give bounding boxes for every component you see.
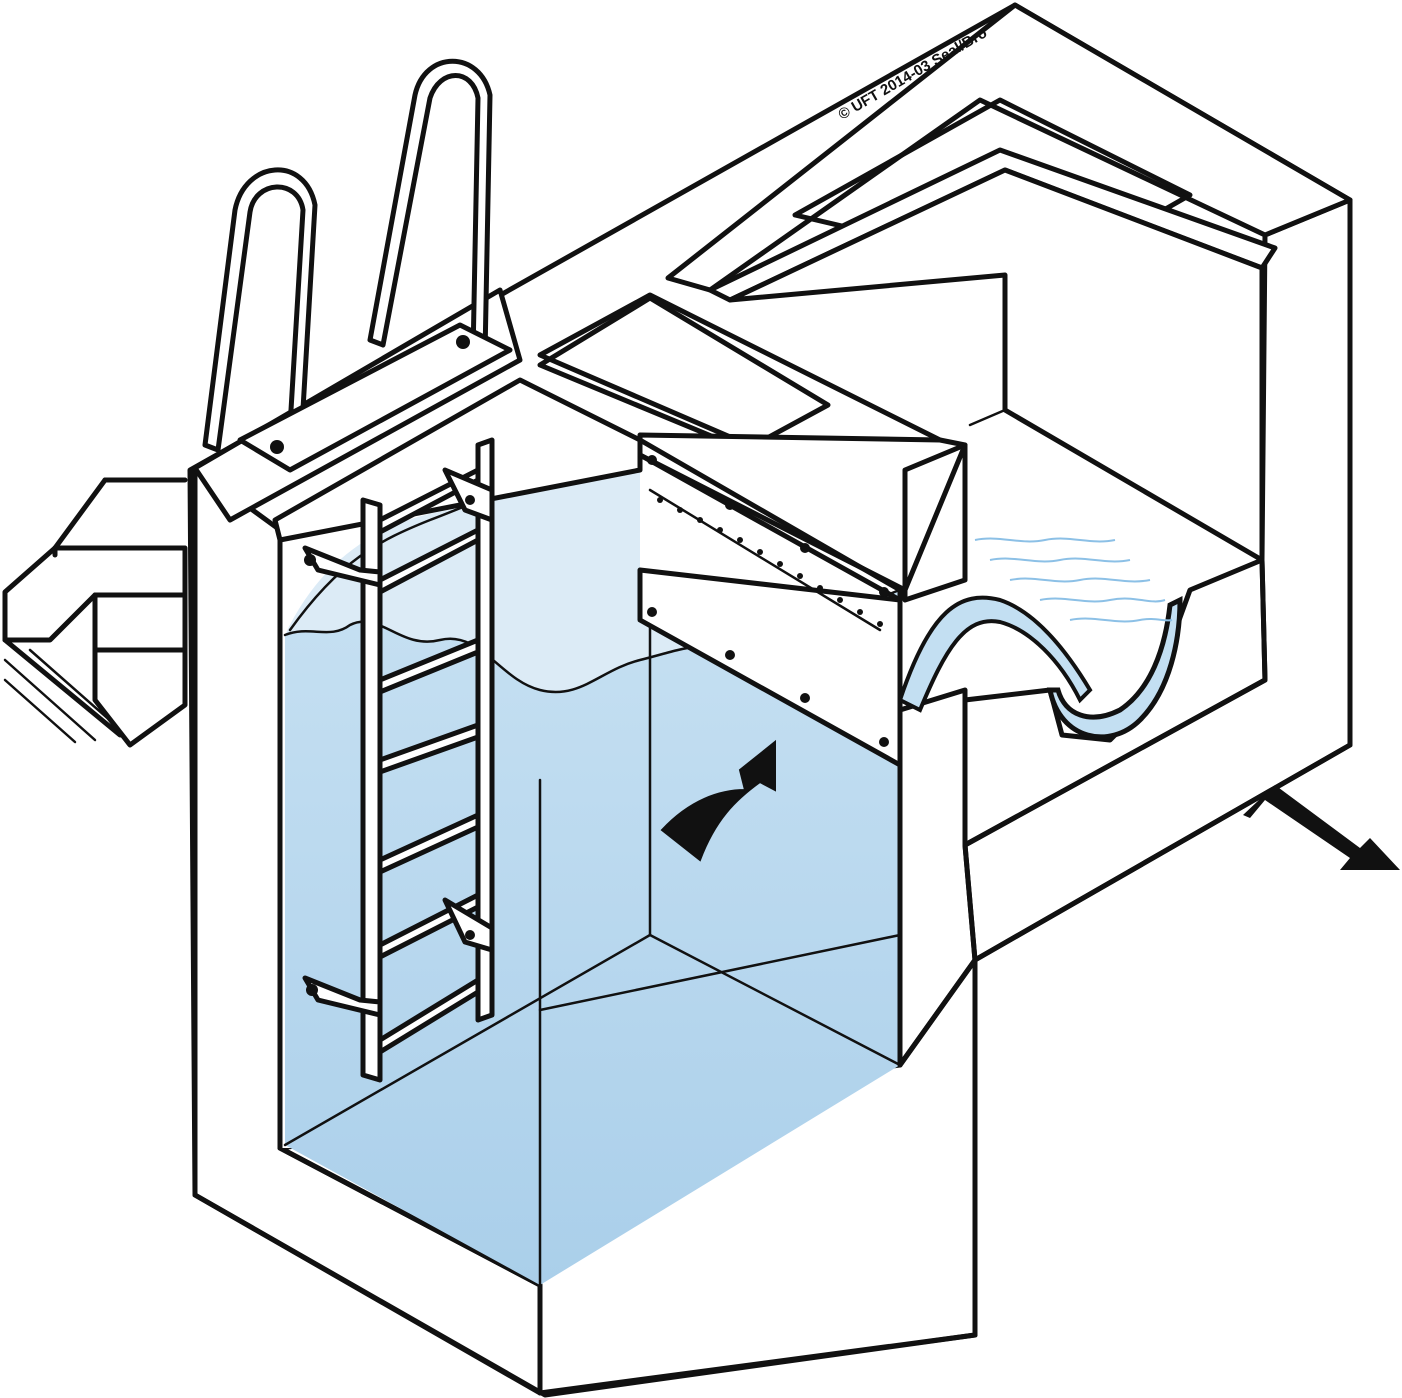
outlet-pool (1046, 595, 1183, 740)
outflow-arrow (1243, 785, 1400, 870)
outlet-pool-ripples (974, 537, 1173, 623)
grate-basin (537, 295, 831, 453)
overflow-weir (637, 437, 1183, 768)
inflow-arrow (660, 739, 776, 862)
access-ladder (302, 437, 495, 1083)
walkway-slabs (2, 477, 188, 748)
handrails (202, 58, 513, 473)
outlet-chamber-top (665, 2, 1353, 563)
ladder-brackets (302, 467, 495, 1018)
weir-bolts (647, 455, 889, 747)
weir-holes (657, 497, 883, 627)
overflow-stream (897, 595, 1093, 713)
